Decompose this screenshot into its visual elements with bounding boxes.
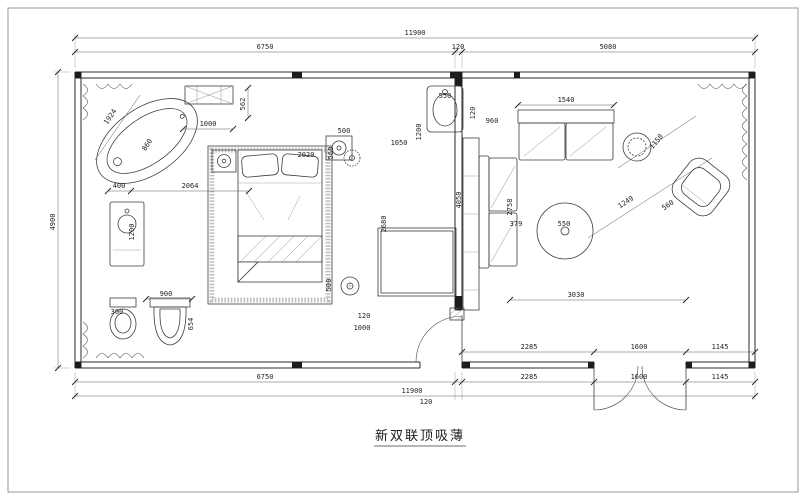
dimension-label: 900 — [160, 290, 173, 298]
dimension-label: 2064 — [182, 182, 199, 190]
balcony-door-right — [641, 365, 687, 411]
dimension-label: 1145 — [712, 343, 729, 351]
toilet — [109, 297, 137, 340]
plant — [343, 149, 361, 167]
dimension-label: 120 — [420, 398, 433, 406]
dimension-label: 120 — [358, 312, 371, 320]
dimension-label: 1050 — [391, 139, 408, 147]
dimension-label: 4900 — [49, 214, 57, 231]
round-table — [536, 202, 594, 260]
double-bed — [237, 149, 323, 283]
dimension-label: 2285 — [521, 373, 538, 381]
shower-tile-area — [377, 227, 457, 297]
dimension-lines — [57, 37, 755, 397]
dimension-label: 560 — [327, 147, 335, 160]
dimension-label: 300 — [111, 308, 124, 316]
dimension-label: 1249 — [617, 194, 635, 210]
outer-frame — [7, 7, 799, 493]
floor-drain — [340, 276, 360, 296]
dimension-label: 1000 — [354, 324, 371, 332]
dimension-label: 500 — [338, 127, 351, 135]
dimension-label: 5080 — [600, 43, 617, 51]
dimension-label: 1150 — [648, 133, 665, 151]
towel-rack — [184, 85, 234, 105]
dimension-label: 400 — [113, 182, 126, 190]
dimension-label: 1600 — [631, 343, 648, 351]
washbasin — [426, 85, 464, 133]
dimension-label: 1000 — [200, 120, 217, 128]
dimension-label: 2758 — [506, 199, 514, 216]
dimension-label: 562 — [239, 98, 247, 111]
dimension-label: 1200 — [128, 224, 136, 241]
dimension-label: 6750 — [257, 373, 274, 381]
dimension-label: 2680 — [380, 216, 388, 233]
walls — [74, 71, 756, 369]
dimension-label: 550 — [439, 92, 452, 100]
extension-lines — [54, 34, 756, 400]
nightstand-right — [325, 135, 353, 161]
curtain-right-wall — [742, 83, 748, 181]
bidet — [149, 297, 191, 346]
dimension-label: 120 — [452, 43, 465, 51]
curtain-bottom-left — [95, 353, 145, 359]
dimension-label: 1540 — [558, 96, 575, 104]
dimension-label: 860 — [140, 137, 154, 152]
dimension-label: 560 — [660, 199, 675, 213]
entry-door — [415, 307, 465, 363]
dimension-label: 960 — [486, 117, 499, 125]
dimension-label: 2285 — [521, 343, 538, 351]
curtain-top-right — [697, 83, 747, 89]
nightstand-left — [211, 149, 237, 173]
dimension-label: 120 — [469, 107, 477, 120]
pillow-right — [281, 153, 319, 178]
armchair — [671, 157, 731, 217]
sofa-right — [478, 155, 518, 269]
dimension-label: 11900 — [404, 29, 425, 37]
dimension-label: 1145 — [712, 373, 729, 381]
dimension-label: 1200 — [415, 124, 423, 141]
sofa-top — [517, 109, 615, 161]
drawing-title: 新双联顶吸薄 — [375, 428, 465, 444]
dimension-label: 500 — [325, 279, 333, 292]
dimension-label: 4050 — [455, 192, 463, 209]
dimension-label: 2020 — [298, 151, 315, 159]
dimension-label: 654 — [187, 318, 195, 331]
dimension-label: 11900 — [401, 387, 422, 395]
dimension-label: 3030 — [568, 291, 585, 299]
side-table — [622, 132, 652, 162]
dimension-label: 6750 — [257, 43, 274, 51]
tv-console — [462, 137, 480, 311]
bathtub — [96, 98, 198, 184]
curtain-top-left — [95, 83, 133, 89]
dimension-label: 550 — [558, 220, 571, 228]
dimension-label: 1600 — [631, 373, 648, 381]
curtain-left-top — [82, 83, 88, 121]
dimension-label: 379 — [510, 220, 523, 228]
pillow-left — [241, 153, 279, 178]
blanket-fold — [237, 261, 259, 283]
curtain-left-bottom — [82, 321, 88, 359]
dimension-ticks — [54, 34, 759, 400]
vanity-counter — [109, 201, 145, 267]
